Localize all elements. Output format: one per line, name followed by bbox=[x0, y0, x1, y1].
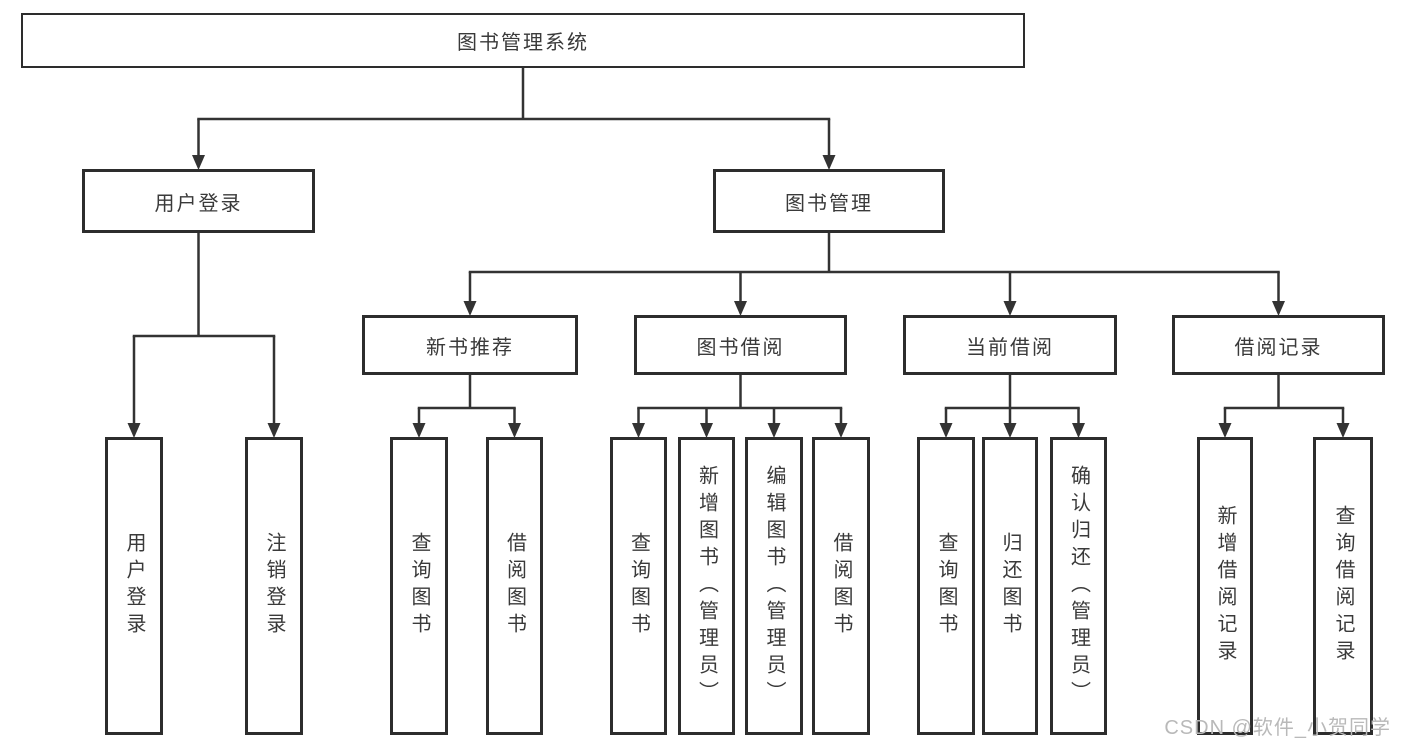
node-rec-query-book: 查询图书 bbox=[390, 437, 448, 735]
node-label: 归还图书 bbox=[999, 532, 1021, 640]
node-new-book-rec: 新书推荐 bbox=[362, 315, 578, 375]
node-label: 新增借阅记录 bbox=[1214, 505, 1236, 667]
node-logout: 注销登录 bbox=[245, 437, 303, 735]
node-br-add-record: 新增借阅记录 bbox=[1197, 437, 1253, 735]
node-cb-confirm-return: 确认归还（管理员） bbox=[1050, 437, 1107, 735]
node-bb-query-book: 查询图书 bbox=[610, 437, 667, 735]
node-bb-add-book: 新增图书（管理员） bbox=[678, 437, 735, 735]
node-label: 查询借阅记录 bbox=[1332, 505, 1354, 667]
node-label: 用户登录 bbox=[154, 192, 243, 215]
node-bb-borrow-book: 借阅图书 bbox=[812, 437, 870, 735]
node-book-borrow: 图书借阅 bbox=[634, 315, 847, 375]
node-label: 借阅图书 bbox=[503, 532, 526, 640]
node-book-mgmt: 图书管理 bbox=[713, 169, 945, 233]
node-label: 新书推荐 bbox=[426, 336, 514, 359]
node-cb-query-book: 查询图书 bbox=[917, 437, 975, 735]
node-label: 查询图书 bbox=[627, 532, 650, 640]
node-br-query-record: 查询借阅记录 bbox=[1313, 437, 1373, 735]
node-label: 当前借阅 bbox=[966, 336, 1054, 359]
node-label: 借阅图书 bbox=[830, 532, 852, 640]
node-cb-return-book: 归还图书 bbox=[982, 437, 1038, 735]
node-label: 编辑图书（管理员） bbox=[763, 464, 785, 708]
node-label: 查询图书 bbox=[408, 532, 430, 640]
node-bb-edit-book: 编辑图书（管理员） bbox=[745, 437, 803, 735]
node-label: 注销登录 bbox=[263, 532, 285, 640]
node-label: 图书借阅 bbox=[696, 336, 785, 359]
node-root: 图书管理系统 bbox=[21, 13, 1025, 68]
watermark: CSDN @软件_小贺同学 bbox=[1164, 717, 1391, 739]
node-label: 确认归还（管理员） bbox=[1067, 464, 1090, 708]
node-label: 用户登录 bbox=[123, 532, 145, 640]
node-label: 借阅记录 bbox=[1234, 336, 1323, 359]
node-label: 查询图书 bbox=[935, 532, 957, 640]
node-label: 新增图书（管理员） bbox=[695, 464, 718, 708]
node-rec-borrow-book: 借阅图书 bbox=[486, 437, 543, 735]
node-label: 图书管理系统 bbox=[457, 32, 589, 54]
node-current-borrow: 当前借阅 bbox=[903, 315, 1117, 375]
node-borrow-records: 借阅记录 bbox=[1172, 315, 1385, 375]
node-label: 图书管理 bbox=[785, 192, 873, 215]
node-login: 用户登录 bbox=[105, 437, 163, 735]
node-user-login: 用户登录 bbox=[82, 169, 315, 233]
